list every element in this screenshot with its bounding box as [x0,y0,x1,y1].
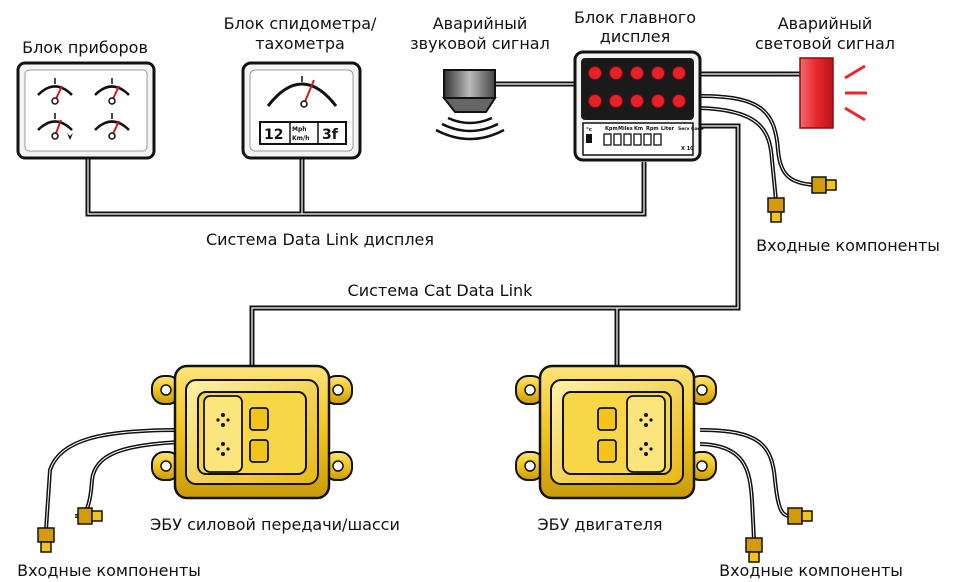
ecu-engine-unit [515,364,717,500]
speed-unit-mph: Mph [292,126,307,133]
input-components-label-right: Входные компоненты [756,236,940,255]
main-display-label-line1: Блок главного [573,8,697,27]
display-unit-miles: Miles [618,126,633,132]
instrument-block-label: Блок приборов [22,38,148,57]
connector-icon [745,507,813,563]
speedometer-label-line2: тахометра [255,34,345,53]
ecu-transmission-label: ЭБУ силовой передачи/шасси [150,515,400,534]
alarm-light-icon [799,57,867,129]
speed-readout: 12 [264,127,283,143]
cat-data-link-wires-inner [251,125,739,368]
ecu-engine-label: ЭБУ двигателя [537,515,663,534]
display-unit-rpm: Rpm [646,126,659,132]
alarm-light-label-line2: световой сигнал [755,34,895,53]
main-display-label-line2: дисплея [599,27,671,46]
speedometer-block [241,61,362,160]
display-unit-serv: Serv Code [678,126,704,132]
display-unit-liter: Liter [661,126,675,132]
alarm-light-label-line1: Аварийный [777,14,873,33]
display-multiplier: X 10 [681,146,694,152]
display-data-link-wires [85,158,647,217]
speedometer-label-line1: Блок спидометра/ [223,14,377,33]
speed-unit-kmh: Km/h [292,135,309,142]
connector-icon [767,176,837,223]
connector-icon [37,507,103,553]
gear-readout: 3f [322,127,339,143]
input-cables-right-ecu [699,428,791,541]
display-data-link-wires-inner [87,158,645,215]
display-unit-km: Km [634,126,643,132]
input-components-label-bottom: Входные компоненты [719,561,903,580]
alarm-sound-label-line1: Аварийный [432,14,528,33]
alarm-sound-label-line2: звуковой сигнал [410,34,550,53]
ecu-transmission-unit [151,364,353,500]
display-data-link-label: Система Data Link дисплея [205,230,435,249]
main-display-unit [573,50,702,162]
warning-lamps [588,66,686,108]
display-unit-kpm: Kpm [605,126,618,132]
alarm-speaker-icon [435,69,505,141]
input-components-label-left: Входные компоненты [17,561,201,580]
cat-data-link-label: Система Cat Data Link [347,281,533,300]
display-degree-label: °c [586,127,592,133]
gauge-icon [37,85,130,131]
instrument-cluster [16,61,156,160]
